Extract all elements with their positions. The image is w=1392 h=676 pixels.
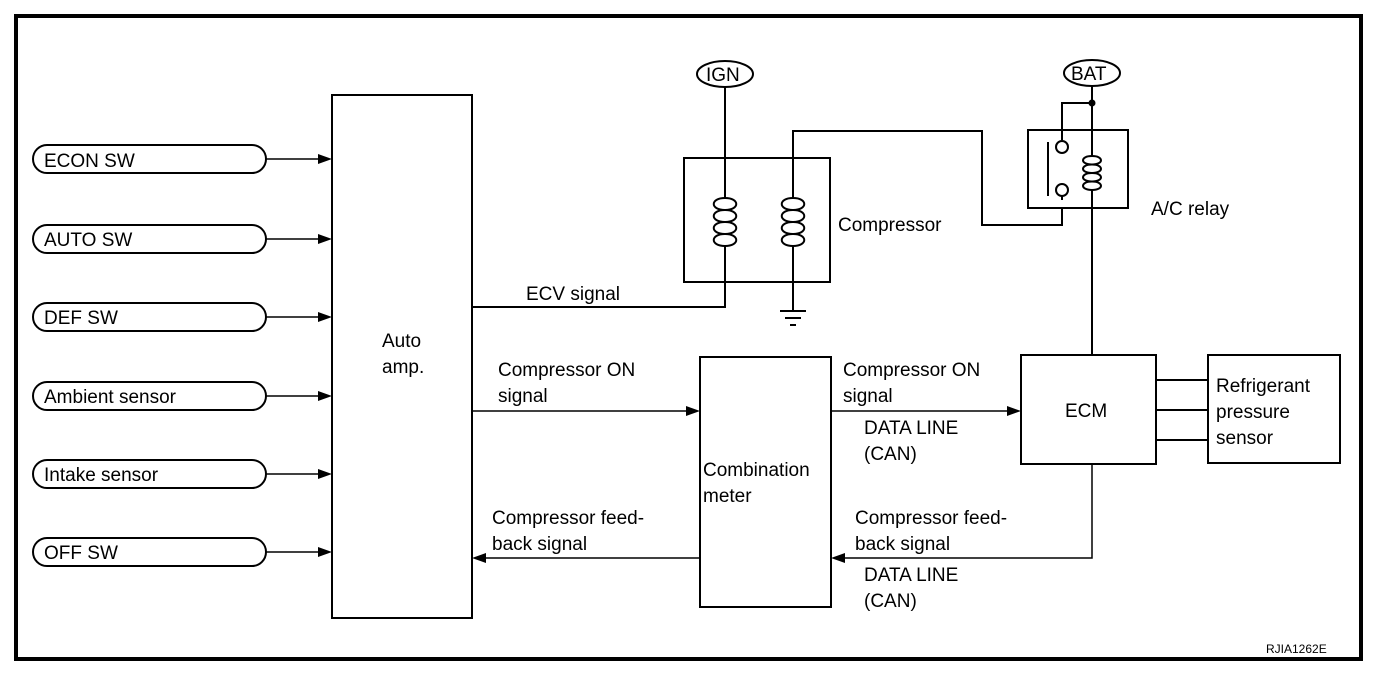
relay-coil-icon bbox=[1082, 155, 1102, 192]
feedback-left-line2: back signal bbox=[492, 534, 587, 555]
ecv-signal-label: ECV signal bbox=[526, 284, 620, 305]
compressor-label: Compressor bbox=[838, 215, 942, 236]
input-def-sw: DEF SW bbox=[32, 302, 332, 332]
input-label: ECON SW bbox=[44, 151, 135, 172]
feedback-arrow-left bbox=[472, 553, 700, 563]
feedback-right-line1: Compressor feed- bbox=[855, 508, 1007, 529]
input-auto-sw: AUTO SW bbox=[32, 224, 332, 254]
ac-relay-label: A/C relay bbox=[1151, 199, 1230, 220]
clutch-wire bbox=[792, 130, 1063, 226]
combination-meter-box bbox=[699, 356, 832, 608]
relay-contact-upper bbox=[1055, 140, 1069, 154]
ign-wire bbox=[472, 87, 726, 308]
ac-relay-box bbox=[1027, 129, 1129, 209]
feedback-right-line3: DATA LINE bbox=[864, 565, 958, 586]
bat-label: BAT bbox=[1071, 64, 1107, 85]
compressor-on-right-line2: signal bbox=[843, 386, 893, 407]
figure-id: RJIA1262E bbox=[1266, 642, 1327, 656]
input-intake-sensor: Intake sensor bbox=[32, 459, 332, 489]
ecm-label: ECM bbox=[1065, 401, 1107, 422]
ground-icon bbox=[780, 310, 806, 326]
compressor-box bbox=[683, 157, 831, 283]
sensor-wires bbox=[1156, 379, 1208, 441]
feedback-right-line4: (CAN) bbox=[864, 591, 917, 612]
input-ambient-sensor: Ambient sensor bbox=[32, 381, 332, 411]
compressor-on-arrow-left bbox=[472, 406, 700, 416]
auto-amp-box bbox=[331, 94, 473, 619]
compressor-on-arrow-right bbox=[831, 406, 1021, 416]
refrigerant-sensor-box bbox=[1207, 354, 1341, 464]
auto-amp-label-line2: amp. bbox=[382, 357, 424, 378]
compressor-on-right-line3: DATA LINE bbox=[864, 418, 958, 439]
relay-contact-wire bbox=[1061, 102, 1092, 140]
input-label: AUTO SW bbox=[44, 230, 132, 251]
refrigerant-sensor-line2: pressure bbox=[1216, 402, 1290, 423]
combination-meter-line2: meter bbox=[703, 486, 752, 507]
feedback-arrow-right bbox=[831, 464, 1093, 563]
junction-dot bbox=[1088, 99, 1096, 107]
ecv-coil-icon bbox=[712, 197, 738, 248]
feedback-left-line1: Compressor feed- bbox=[492, 508, 644, 529]
compressor-on-left-line2: signal bbox=[498, 386, 548, 407]
ecm-box bbox=[1020, 354, 1157, 465]
input-label: Ambient sensor bbox=[44, 387, 177, 408]
refrigerant-sensor-line1: Refrigerant bbox=[1216, 376, 1311, 397]
refrigerant-sensor-line3: sensor bbox=[1216, 428, 1274, 449]
compressor-on-right-line4: (CAN) bbox=[864, 444, 917, 465]
ign-label: IGN bbox=[706, 65, 740, 86]
input-label: Intake sensor bbox=[44, 465, 159, 486]
compressor-on-right-line1: Compressor ON bbox=[843, 360, 980, 381]
input-off-sw: OFF SW bbox=[32, 537, 332, 567]
compressor-on-left-line1: Compressor ON bbox=[498, 360, 635, 381]
input-label: OFF SW bbox=[44, 543, 118, 564]
combination-meter-line1: Combination bbox=[703, 460, 810, 481]
input-econ-sw: ECON SW bbox=[32, 144, 332, 174]
input-label: DEF SW bbox=[44, 308, 118, 329]
auto-amp-label-line1: Auto bbox=[382, 331, 421, 352]
feedback-right-line2: back signal bbox=[855, 534, 950, 555]
diagram-frame bbox=[14, 14, 1363, 661]
clutch-coil-icon bbox=[780, 197, 806, 248]
